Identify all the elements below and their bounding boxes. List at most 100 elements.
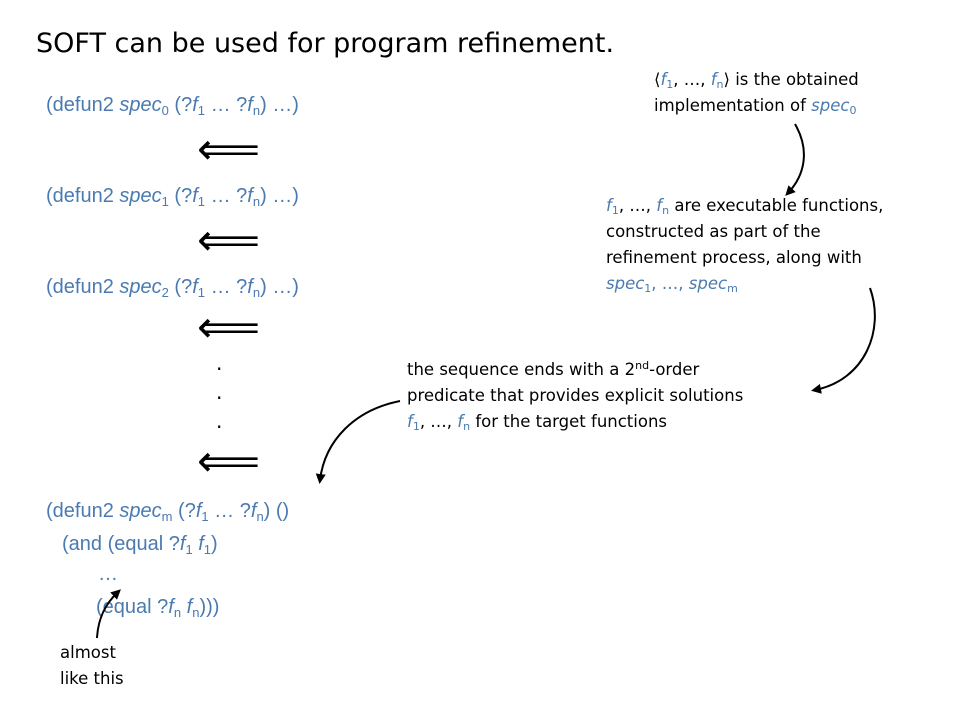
f-var: f	[179, 533, 186, 555]
f-var: f	[407, 412, 413, 431]
note-text: ⟨	[654, 70, 661, 89]
code-text: (defun2	[46, 185, 120, 207]
spec-subscript: 1	[644, 282, 652, 295]
note-line: predicate that provides explicit solutio…	[407, 386, 744, 405]
f-subscript: 1	[197, 285, 206, 300]
f-subscript: n	[256, 509, 264, 524]
note-executable: f1, …, fn are executable functions, cons…	[606, 193, 883, 297]
implies-arrow-2: ⟸	[197, 215, 261, 266]
spec2-line: (defun2 spec2 (?f1 … ?fn) …)	[46, 276, 299, 299]
arrow-sequence-to-specm	[315, 400, 401, 484]
spec-name: spec	[119, 94, 162, 116]
f-var: f	[656, 196, 663, 215]
spec-subscript: 0	[161, 103, 169, 118]
f-var: f	[710, 70, 717, 89]
note-text: , …,	[419, 412, 458, 431]
spec-subscript: 2	[161, 285, 169, 300]
code-text: … ?	[205, 276, 248, 298]
code-text: (and (equal ?	[62, 533, 180, 555]
code-text: (defun2	[46, 94, 120, 116]
f-subscript: n	[252, 103, 261, 118]
code-text: ) …)	[260, 276, 299, 298]
implies-arrow-1: ⟸	[197, 124, 261, 175]
specm-line: (defun2 specm (?f1 … ?fn) ()	[46, 500, 289, 523]
note-sequence: the sequence ends with a 2nd-order predi…	[407, 357, 743, 435]
ordinal-suffix: nd	[635, 359, 650, 372]
note-line: almost	[60, 643, 116, 662]
code-text: (equal ?	[96, 596, 169, 618]
note-text: -order	[649, 360, 700, 379]
code-text: (?	[168, 276, 193, 298]
spec-name: spec	[811, 96, 850, 115]
code-text: … ?	[208, 500, 251, 522]
implies-arrow-3: ⟸	[197, 302, 261, 353]
f-var: f	[250, 500, 257, 522]
f-subscript: 1	[197, 103, 206, 118]
f-var: f	[247, 185, 253, 207]
f-subscript: 1	[185, 542, 193, 557]
note-line: f1, …, fn for the target functions	[407, 409, 743, 435]
f-subscript: n	[716, 78, 724, 91]
spec-subscript: 0	[849, 104, 857, 117]
note-implementation: ⟨f1, …, fn⟩ is the obtained implementati…	[654, 67, 859, 119]
note-text: are executable functions,	[669, 196, 884, 215]
note-line: spec1, …, specm	[606, 271, 883, 297]
code-text: (defun2	[46, 276, 120, 298]
slide-title: SOFT can be used for program refinement.	[36, 28, 615, 59]
code-text: … ?	[205, 185, 248, 207]
f-var: f	[192, 94, 198, 116]
spec-subscript: 1	[161, 194, 169, 209]
note-line: f1, …, fn are executable functions,	[606, 193, 883, 219]
ellipsis-dot-2: ·	[216, 386, 223, 410]
f-var: f	[606, 196, 612, 215]
note-line: constructed as part of the	[606, 222, 821, 241]
and-equal-line: (and (equal ?f1 f1)	[62, 533, 218, 556]
f-var: f	[186, 596, 193, 618]
code-text: (defun2	[46, 500, 120, 522]
spec-name: spec	[688, 274, 728, 293]
equal-n-line: (equal ?fn fn)))	[96, 596, 219, 619]
note-line: like this	[60, 669, 124, 688]
code-text: ) …)	[260, 94, 299, 116]
f-var: f	[660, 70, 667, 89]
f-subscript: 1	[611, 204, 619, 217]
spec-subscript: m	[727, 282, 738, 295]
code-ellipsis: …	[98, 563, 118, 585]
note-text: for the target functions	[470, 412, 668, 431]
f-var: f	[457, 412, 464, 431]
f-subscript: 1	[201, 509, 209, 524]
note-line: implementation of spec0	[654, 93, 859, 119]
f-subscript: 1	[666, 78, 674, 91]
f-subscript: n	[252, 194, 261, 209]
code-text: )))	[199, 596, 220, 618]
note-almost: almost like this	[60, 640, 124, 692]
spec-name: spec	[606, 274, 645, 293]
note-line: refinement process, along with	[606, 248, 862, 267]
code-text: (?	[168, 185, 193, 207]
note-line: the sequence ends with a 2nd-order	[407, 357, 743, 383]
code-text: )	[211, 533, 218, 555]
note-line: ⟨f1, …, fn⟩ is the obtained	[654, 67, 859, 93]
f-var: f	[247, 276, 253, 298]
f-var: f	[195, 500, 202, 522]
arrow-almost-to-equal	[96, 589, 121, 639]
implies-arrow-4: ⟸	[197, 436, 261, 487]
f-subscript: n	[662, 204, 670, 217]
f-var: f	[192, 185, 198, 207]
note-text: the sequence ends with a 2	[407, 360, 636, 379]
note-text: , …,	[673, 70, 711, 89]
f-subscript: n	[173, 605, 182, 620]
f-subscript: n	[252, 285, 261, 300]
note-text: is the obtained	[729, 70, 859, 89]
ellipsis-dot-1: ·	[216, 357, 223, 381]
ellipsis-dot-3: ·	[216, 415, 223, 439]
code-text: ) ()	[263, 500, 290, 522]
f-var: f	[192, 276, 198, 298]
code-text: (?	[172, 500, 196, 522]
f-subscript: n	[192, 605, 200, 620]
arrow-implementation-to-executable	[785, 123, 805, 196]
code-text: ) …)	[260, 185, 299, 207]
arrow-executable-to-sequence	[811, 287, 876, 394]
f-subscript: 1	[412, 420, 420, 433]
